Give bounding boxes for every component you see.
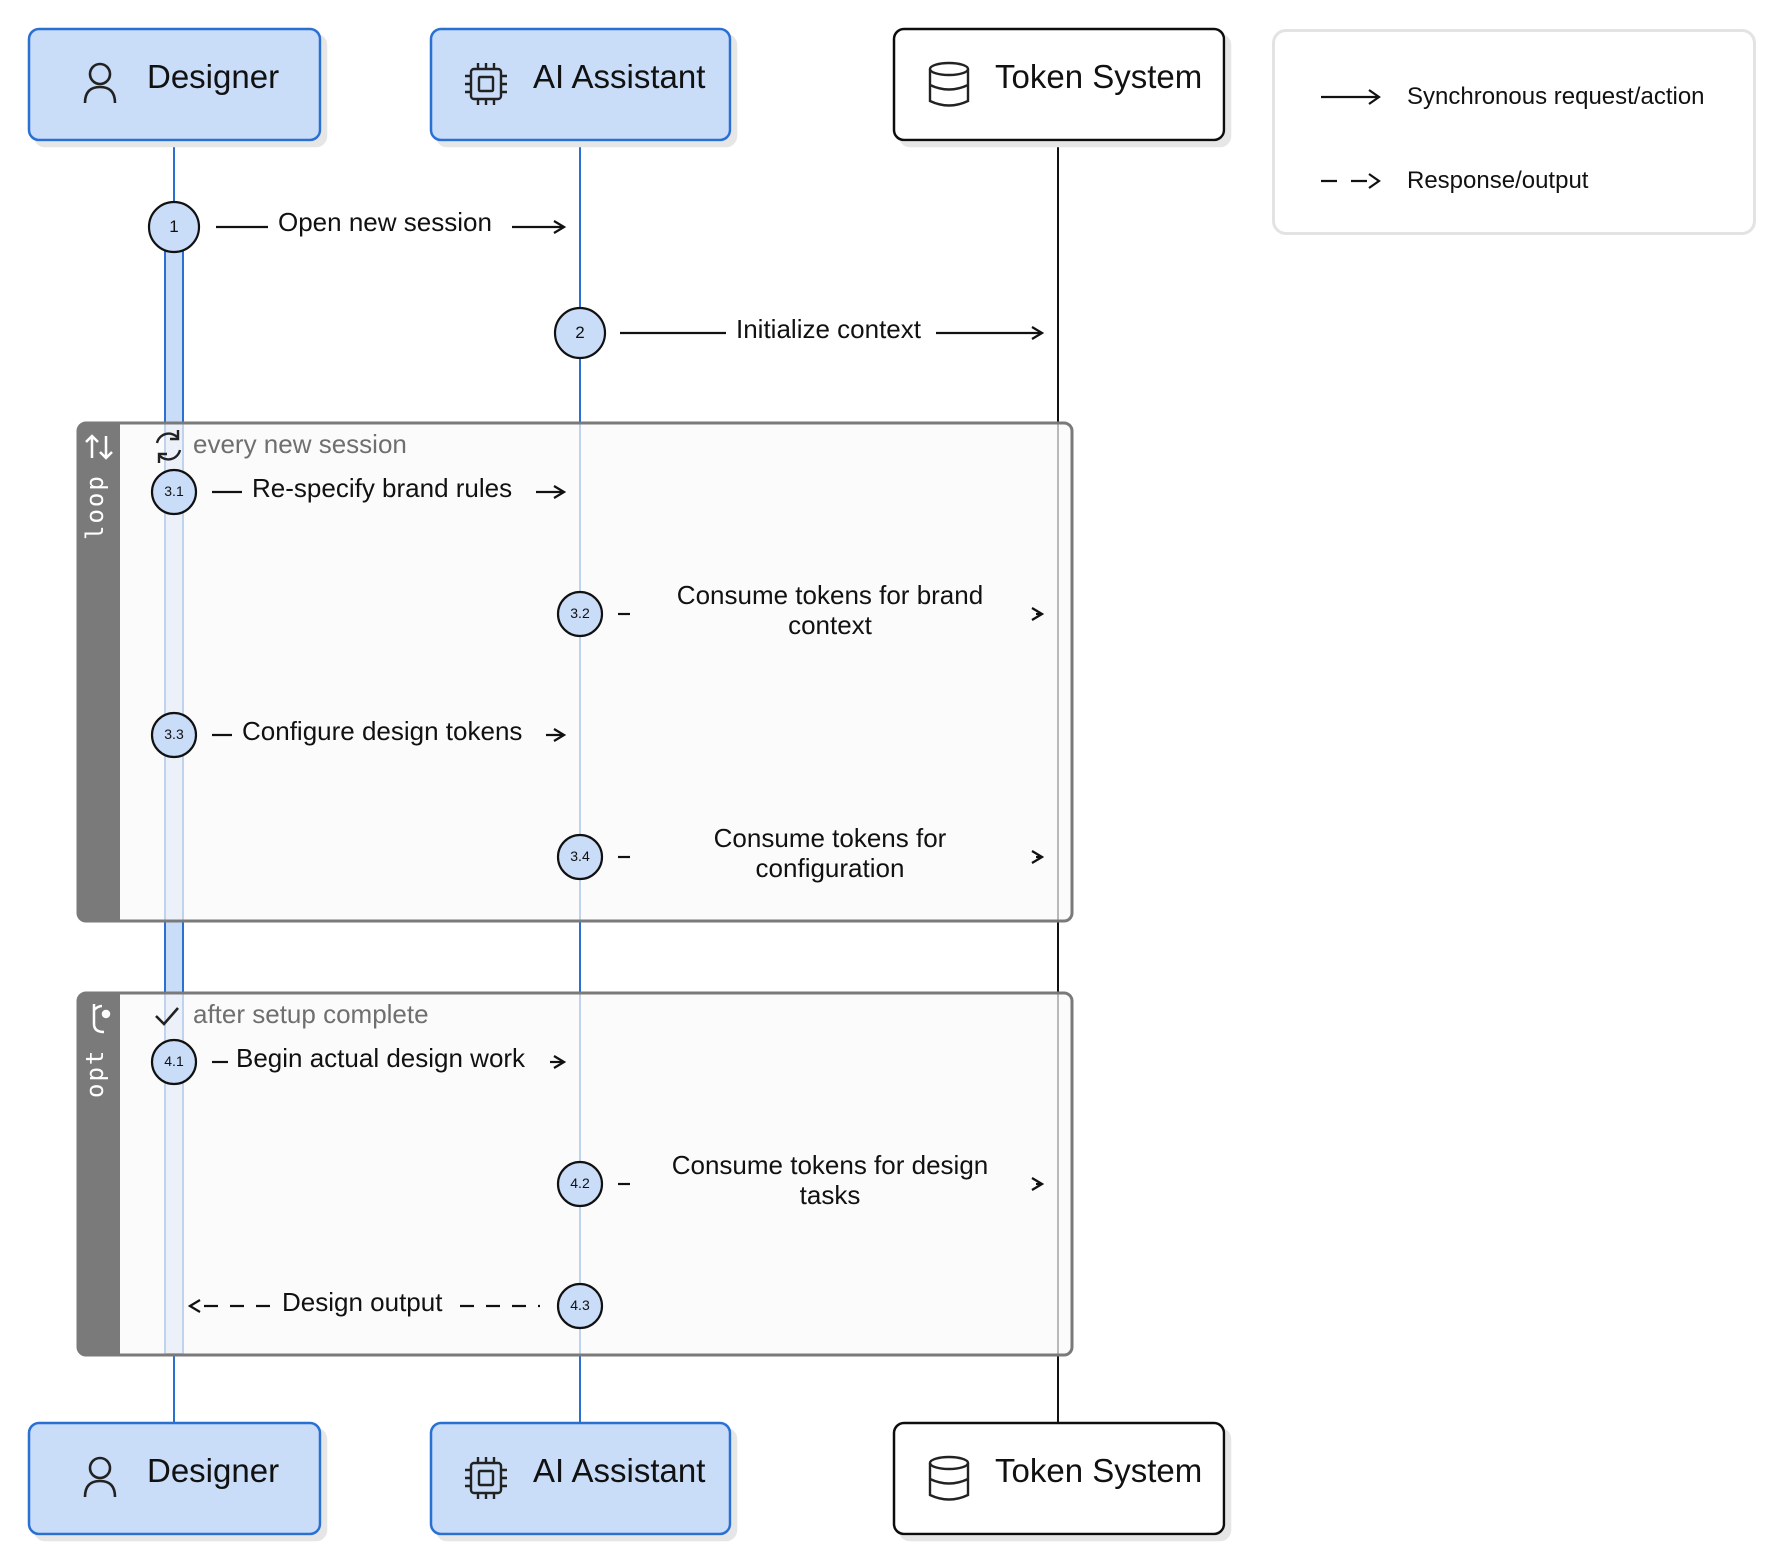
message-4-1-label: Begin actual design work: [236, 1043, 526, 1073]
message-1: Open new session 1: [147, 200, 564, 254]
message-3-4-label-line1: Consume tokens for: [714, 823, 947, 853]
legend-row-sync: Synchronous request/action: [1275, 82, 1753, 112]
step-number-4-3: 4.3: [570, 1297, 590, 1313]
participant-ai-assistant-bottom[interactable]: [429, 1421, 732, 1536]
message-2: Initialize context 2: [553, 306, 1042, 360]
message-3-2-label-line2: context: [788, 610, 873, 640]
message-4-2: Consume tokens for design tasks 4.2: [556, 1150, 1042, 1210]
participant-token-system-top[interactable]: [892, 27, 1226, 142]
step-badge-1: [147, 200, 201, 254]
participant-label-ai-assistant-top: AI Assistant: [533, 58, 705, 95]
participant-token-system-bottom[interactable]: [892, 1421, 1226, 1536]
cpu-chip-icon: [465, 63, 507, 105]
dashed-arrow-icon: [1321, 173, 1381, 189]
user-icon: [83, 62, 117, 104]
loop-condition: every new session: [193, 429, 407, 459]
participant-designer-top[interactable]: [27, 27, 322, 142]
participant-label-ai-assistant-bottom: AI Assistant: [533, 1452, 705, 1489]
step-number-3-1: 3.1: [164, 483, 184, 499]
message-3-4-label-line2: configuration: [756, 853, 905, 883]
participant-designer-bottom[interactable]: [27, 1421, 322, 1536]
cpu-chip-icon: [465, 1457, 507, 1499]
message-4-3: Design output 4.3: [190, 1282, 604, 1330]
step-number-2: 2: [575, 323, 584, 342]
legend-sync-label: Synchronous request/action: [1407, 83, 1705, 110]
step-badge-3-3: [150, 711, 198, 759]
message-3-1-label: Re-specify brand rules: [252, 473, 512, 503]
participant-label-token-system-top: Token System: [995, 58, 1202, 95]
message-3-4: Consume tokens for configuration 3.4: [556, 823, 1042, 883]
participant-label-designer-bottom: Designer: [147, 1452, 279, 1489]
message-3-1: Re-specify brand rules 3.1: [150, 468, 564, 516]
opt-keyword: opt: [81, 1049, 109, 1098]
opt-condition: after setup complete: [193, 999, 429, 1029]
step-number-4-1: 4.1: [164, 1053, 184, 1069]
message-3-2: Consume tokens for brand context 3.2: [556, 580, 1042, 640]
step-badge-3-4: [556, 833, 604, 881]
legend-response-label: Response/output: [1407, 167, 1589, 194]
step-badge-4-3: [556, 1282, 604, 1330]
loop-swap-icon: [85, 434, 113, 460]
legend-row-response: Response/output: [1275, 166, 1753, 196]
message-3-3-label: Configure design tokens: [242, 716, 522, 746]
loop-keyword: loop: [81, 474, 109, 540]
step-number-3-2: 3.2: [570, 605, 590, 621]
check-icon: [155, 1007, 179, 1026]
message-2-label: Initialize context: [736, 314, 922, 344]
step-number-4-2: 4.2: [570, 1175, 590, 1191]
step-badge-4-2: [556, 1160, 604, 1208]
message-3-3: Configure design tokens 3.3: [150, 711, 564, 759]
branch-icon: [92, 1004, 111, 1034]
solid-arrow-icon: [1321, 89, 1381, 105]
message-4-2-label-line2: tasks: [800, 1180, 861, 1210]
step-number-1: 1: [169, 217, 178, 236]
step-badge-3-1: [150, 468, 198, 516]
database-icon: [928, 61, 970, 107]
repeat-icon: [155, 430, 182, 463]
step-number-3-4: 3.4: [570, 848, 590, 864]
message-4-1: Begin actual design work 4.1: [150, 1038, 564, 1086]
loop-frame: loop every new session: [76, 421, 1074, 923]
message-1-label: Open new session: [278, 207, 492, 237]
database-icon: [928, 1455, 970, 1501]
message-4-3-label: Design output: [282, 1287, 443, 1317]
user-icon: [83, 1456, 117, 1498]
participant-ai-assistant-top[interactable]: [429, 27, 732, 142]
message-4-2-label-line1: Consume tokens for design: [672, 1150, 989, 1180]
legend: Synchronous request/action Response/outp…: [1272, 29, 1756, 235]
step-number-3-3: 3.3: [164, 726, 184, 742]
participant-label-token-system-bottom: Token System: [995, 1452, 1202, 1489]
step-badge-2: [553, 306, 607, 360]
step-badge-4-1: [150, 1038, 198, 1086]
participant-label-designer-top: Designer: [147, 58, 279, 95]
step-badge-3-2: [556, 590, 604, 638]
message-3-2-label-line1: Consume tokens for brand: [677, 580, 983, 610]
